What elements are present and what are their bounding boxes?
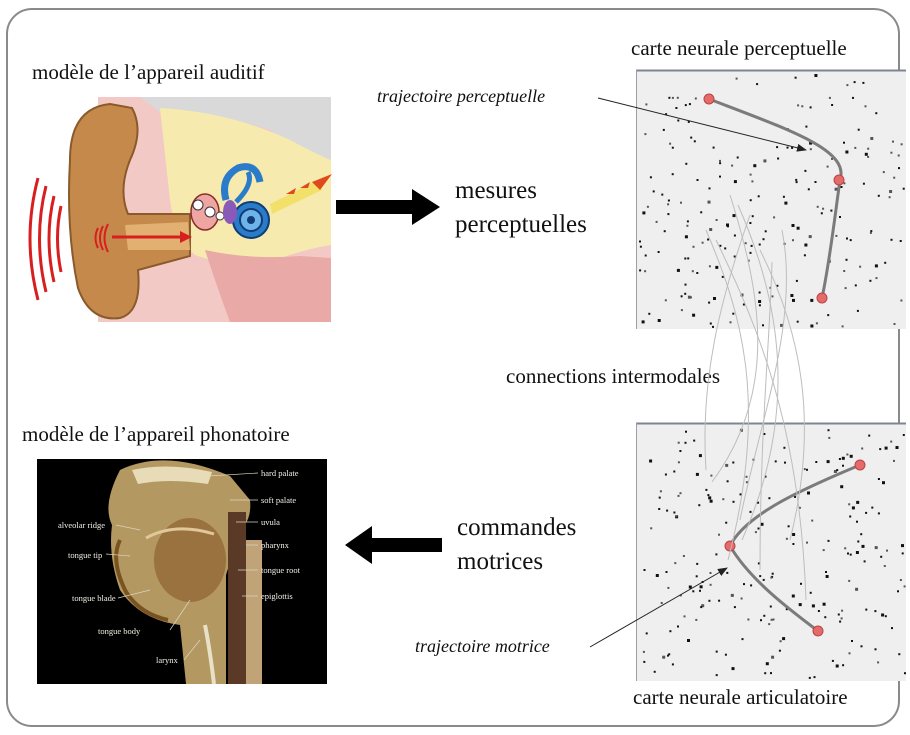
phonatory-model-illustration: hard palate soft palate uvula pharynx to…	[37, 459, 327, 685]
phonatory-model-title: modèle de l’appareil phonatoire	[22, 422, 290, 446]
left-arrow-icon	[345, 526, 442, 564]
motor-trajectory-label: trajectoire motrice	[415, 636, 550, 656]
motor-trajectory-pointer	[589, 567, 728, 648]
pinna-shape	[68, 102, 191, 320]
trajectory-node	[816, 292, 828, 304]
anatomy-label-larynx: larynx	[156, 655, 178, 665]
sound-waves-icon	[28, 177, 63, 301]
intermodal-connections-label: connections intermodales	[506, 364, 721, 388]
anatomy-label-soft-palate: soft palate	[261, 495, 296, 505]
cochlea-icon	[221, 163, 270, 239]
perceptual-measures-label: mesures perceptuelles	[455, 177, 587, 238]
perceptual-trajectory-pointer	[597, 97, 807, 152]
trajectory-node	[703, 93, 715, 105]
right-arrow-icon	[336, 189, 440, 225]
diagram-frame	[6, 8, 900, 727]
trajectory-node	[833, 174, 845, 186]
neuron-dots	[639, 74, 905, 328]
trajectory-node	[724, 540, 736, 552]
anatomy-label-alveolar-ridge: alveolar ridge	[58, 520, 105, 530]
anatomy-label-epiglottis: epiglottis	[261, 591, 293, 601]
auditory-model-illustration	[28, 97, 332, 322]
anatomy-label-uvula: uvula	[261, 517, 280, 527]
articulatory-map-title: carte neurale articulatoire	[633, 685, 848, 709]
anatomy-label-pharynx: pharynx	[261, 540, 290, 550]
perceptual-trajectory-label: trajectoire perceptuelle	[377, 86, 546, 106]
trajectory-node	[812, 625, 824, 637]
trajectory-node	[854, 459, 866, 471]
perceptual-map-title: carte neurale perceptuelle	[631, 36, 847, 60]
anatomy-label-tongue-body: tongue body	[98, 626, 141, 636]
motor-commands-label: commandes motrices	[457, 514, 577, 575]
anatomy-label-hard-palate: hard palate	[261, 468, 299, 478]
anatomy-label-tongue-root: tongue root	[261, 565, 301, 575]
anatomy-label-tongue-blade: tongue blade	[72, 593, 116, 603]
articulatory-map	[636, 422, 906, 681]
anatomy-label-tongue-tip: tongue tip	[68, 550, 102, 560]
intermodal-connection-lines	[704, 194, 807, 601]
neuron-dots	[642, 428, 906, 679]
auditory-model-title: modèle de l’appareil auditif	[32, 60, 265, 84]
